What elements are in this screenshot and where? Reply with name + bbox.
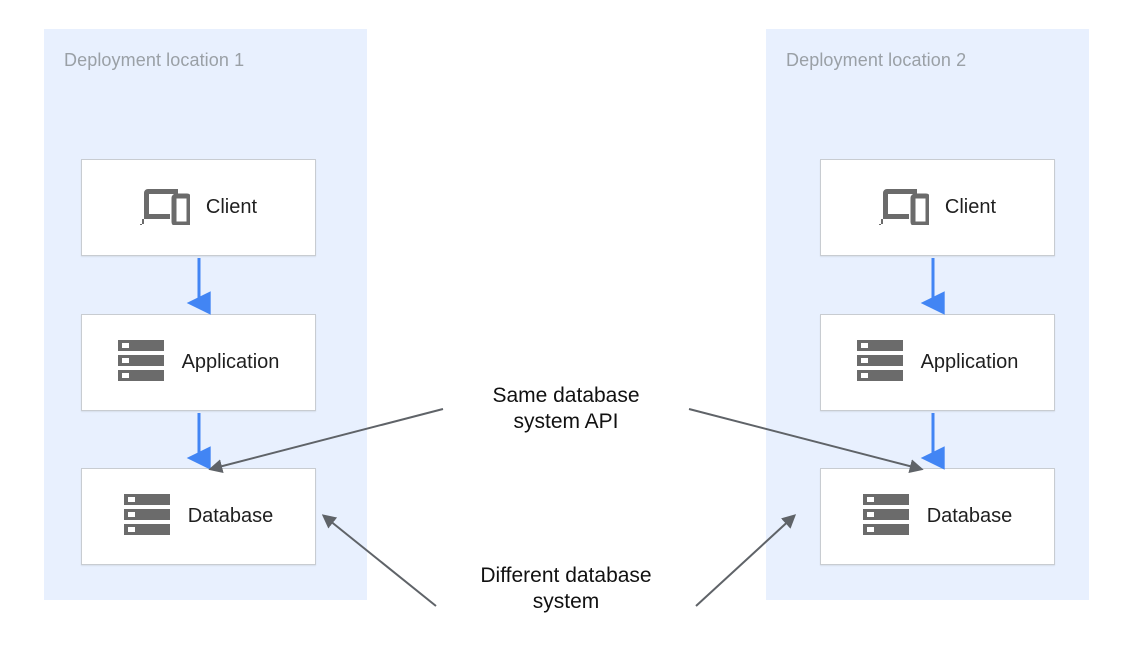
node-application-2[interactable]: Application [820, 314, 1055, 411]
node-application-1[interactable]: Application [81, 314, 316, 411]
deployment-zone-1-label: Deployment location 1 [64, 50, 245, 70]
node-application-2-label: Application [920, 351, 1019, 373]
node-database-2-label: Database [926, 505, 1013, 527]
server-icon [862, 492, 911, 541]
node-client-1[interactable]: Client [81, 159, 316, 256]
node-client-2[interactable]: Client [820, 159, 1055, 256]
server-icon [123, 492, 172, 541]
annotation-same-database-api: Same database system API [492, 384, 640, 433]
node-database-1-label: Database [187, 505, 274, 527]
annotation-different-database-system: Different database system [480, 564, 652, 613]
node-client-2-label: Client [944, 196, 997, 218]
server-icon [856, 338, 905, 387]
devices-icon [139, 185, 192, 230]
node-database-1[interactable]: Database [81, 468, 316, 565]
server-icon [117, 338, 166, 387]
node-application-1-label: Application [181, 351, 280, 373]
node-database-2[interactable]: Database [820, 468, 1055, 565]
devices-icon [878, 185, 931, 230]
node-client-1-label: Client [205, 196, 258, 218]
deployment-zone-2-label: Deployment location 2 [786, 50, 967, 70]
